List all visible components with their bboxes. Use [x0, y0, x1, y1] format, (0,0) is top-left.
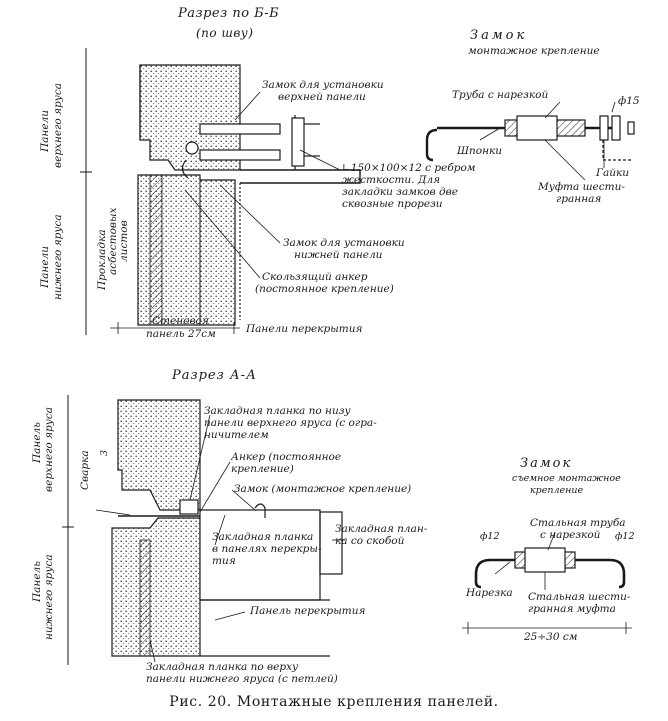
- aa-plate-lower-1: Закладная планка по верху: [146, 661, 299, 673]
- aa-side-lower-2: нижнего яруса: [43, 554, 55, 640]
- aa-floor-plate-1: Закладная планка: [212, 531, 314, 543]
- section-aa-drawing: [62, 395, 345, 665]
- section-aa-title: Разрез А-А: [172, 368, 257, 383]
- callout-lower-lock-1: Замок для установки: [283, 237, 405, 249]
- lock-top-drawing: [425, 101, 635, 181]
- callout-angle-1: ∟150×100×12 с ребром: [342, 162, 476, 174]
- aa-plate-upper-1: Закладная планка по низу: [204, 405, 351, 417]
- lock-top-title: Замок: [470, 28, 528, 43]
- lock-bottom-steel-pipe-2: с нарезкой: [540, 529, 601, 541]
- lock-bottom-d-right: ф12: [615, 531, 635, 542]
- aa-anchor-2: крепление): [231, 463, 294, 475]
- lock-bottom-length: 25÷30 см: [524, 631, 578, 643]
- aa-side-upper-2: верхнего яруса: [43, 407, 55, 492]
- aa-weld: Сварка: [79, 450, 91, 490]
- callout-upper-lock-2: верхней панели: [278, 91, 366, 103]
- callout-upper-lock-1: Замок для установки: [262, 79, 384, 91]
- lock-top-keys: Шпонки: [457, 145, 503, 157]
- aa-bracket-1: Закладная план-: [335, 523, 428, 535]
- lock-bottom-drawing: [462, 531, 632, 634]
- lock-top-threaded-pipe: Труба с нарезкой: [452, 89, 549, 101]
- callout-angle-2: жесткости. Для: [342, 174, 441, 186]
- aa-anchor-1: Анкер (постоянное: [231, 451, 342, 463]
- lock-bottom-coupling-2: гранная муфта: [528, 603, 616, 615]
- figure-caption: Рис. 20. Монтажные крепления панелей.: [169, 694, 499, 710]
- aa-lock-mount: Замок (монтажное крепление): [234, 483, 412, 495]
- bottom-wall-1: Стеновая: [152, 315, 209, 327]
- aa-side-upper-1: Панель: [31, 422, 43, 463]
- side-upper-line1: Панели: [39, 110, 51, 152]
- section-bb-subtitle: (по шву): [196, 26, 254, 40]
- aa-bracket-2: ка со скобой: [335, 535, 405, 547]
- callout-angle-4: сквозные прорези: [342, 198, 443, 210]
- callout-angle-3: закладки замков две: [342, 186, 458, 198]
- lock-bottom-d-left: ф12: [480, 531, 500, 542]
- side-upper-line2: верхнего яруса: [52, 83, 64, 168]
- aa-plate-lower-2: панели нижнего яруса (с петлей): [146, 673, 338, 685]
- bottom-floor: Панели перекрытия: [246, 323, 363, 335]
- lock-top-diameter: ф15: [618, 95, 640, 107]
- lock-bottom-subtitle-1: съемное монтажное: [512, 473, 621, 484]
- aa-floor-panel: Панель перекрытия: [250, 605, 366, 617]
- lock-bottom-title: Замок: [520, 456, 573, 471]
- side-lower-line1: Панели: [39, 246, 51, 288]
- bottom-wall-2: панель 27см: [146, 328, 216, 340]
- callout-sliding-anchor-1: Скользящий анкер: [262, 271, 368, 283]
- callout-lower-lock-2: нижней панели: [294, 249, 383, 261]
- section-bb-drawing: [80, 48, 361, 335]
- lock-bottom-subtitle-2: крепление: [530, 485, 584, 496]
- aa-floor-plate-3: тия: [212, 555, 236, 567]
- gasket-line3: листов: [118, 220, 130, 262]
- section-bb-title: Разрез по Б-Б: [178, 6, 280, 21]
- lock-top-nuts: Гайки: [596, 167, 630, 179]
- lock-top-coupling-1: Муфта шести-: [538, 181, 625, 193]
- side-lower-line2: нижнего яруса: [52, 214, 64, 300]
- lock-top-subtitle: монтажное крепление: [468, 45, 600, 57]
- aa-plate-upper-3: ничителем: [204, 429, 269, 441]
- aa-floor-plate-2: в панелях перекры-: [212, 543, 322, 555]
- lock-bottom-steel-pipe-1: Стальная труба: [530, 517, 626, 529]
- callout-sliding-anchor-2: (постоянное крепление): [255, 283, 394, 295]
- aa-side-lower-1: Панель: [31, 561, 43, 602]
- aa-dim: 3: [99, 449, 110, 456]
- lock-top-coupling-2: гранная: [556, 193, 602, 205]
- lock-bottom-coupling-1: Стальная шести-: [528, 591, 631, 603]
- aa-plate-upper-2: панели верхнего яруса (с огра-: [204, 417, 377, 429]
- lock-bottom-thread: Нарезка: [466, 587, 513, 599]
